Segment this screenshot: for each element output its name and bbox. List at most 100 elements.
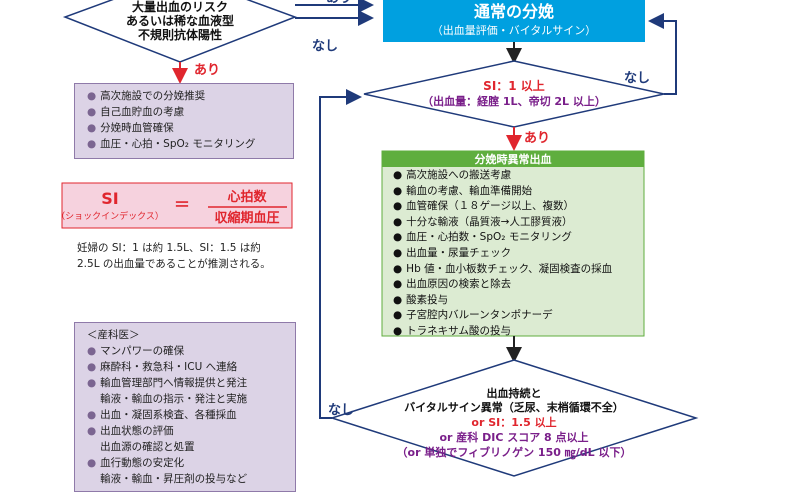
abnormal-bleeding-box (381, 150, 645, 337)
risk-item: ●高次施設での分娩推奨 (87, 88, 293, 104)
abnormal-bleeding-item: ●子宮腔内バルーンタンポナーデ (393, 308, 643, 324)
obstetrician-item-text: 輸液・輸血の指示・発注と実施 (100, 393, 248, 405)
obstetrician-item-text: 血行動態の安定化 (100, 457, 185, 469)
obstetrician-item: ●出血状態の評価 (87, 423, 295, 439)
bullet-icon: ● (87, 106, 97, 118)
edge-label-ari-top: あり (326, 0, 352, 6)
bullet-icon: ● (393, 200, 403, 213)
bullet-icon: ● (87, 122, 97, 134)
bottom-diamond-line-1: 出血持続と (487, 386, 542, 400)
top-diamond-line-3: 不規則抗体陽性 (138, 27, 222, 42)
obstetrician-heading: ＜産科医＞ (87, 329, 140, 341)
si-formula-label-sub: （ショックインデックス） (56, 210, 164, 222)
obstetrician-item: ●輸血管理部門へ情報提供と発注 (87, 375, 295, 391)
abnormal-bleeding-item-text: 十分な輸液（晶質液→人工膠質液） (406, 215, 573, 228)
risk-measures-box: ●高次施設での分娩推奨●自己血貯血の考慮●分娩時血管確保●血圧・心拍・SpO₂ … (74, 83, 294, 159)
obstetrician-item: ●輸液・輸血の指示・発注と実施 (87, 391, 295, 407)
risk-item: ●分娩時血管確保 (87, 120, 293, 136)
si-formula-numerator: 心拍数 (227, 189, 267, 205)
abnormal-bleeding-item: ●出血量・尿量チェック (393, 246, 643, 262)
si-diamond-shape (363, 60, 665, 128)
bottom-diamond-line-3: or SI：1.5 以上 (471, 415, 556, 429)
risk-item-text: 分娩時血管確保 (100, 122, 174, 134)
obstetrician-item-text: 出血源の確認と処置 (100, 441, 195, 453)
obstetrician-list: ●マンパワーの確保●麻酔科・救急科・ICU へ連絡●輸血管理部門へ情報提供と発注… (87, 343, 295, 487)
abnormal-bleeding-title: 分娩時異常出血 (475, 152, 552, 166)
abnormal-bleeding-item-text: Hb 値・血小板数チェック、凝固検査の採血 (406, 262, 613, 275)
obstetrician-item: ●マンパワーの確保 (87, 343, 295, 359)
normal-delivery-subtitle: （出血量評価・バイタルサイン） (432, 23, 597, 37)
risk-item-text: 高次施設での分娩推奨 (100, 90, 206, 102)
obstetrician-item: ●麻酔科・救急科・ICU へ連絡 (87, 359, 295, 375)
abnormal-bleeding-item-text: 輸血の考慮、輸血準備開始 (406, 184, 533, 197)
bullet-icon: ● (87, 425, 97, 437)
edge-label-nashi-1: なし (312, 39, 338, 54)
edge-label-nashi-3: なし (328, 403, 354, 418)
bottom-diamond-line-2: バイタルサイン異常（乏尿、末梢循環不全） (404, 400, 624, 414)
risk-item-text: 自己血貯血の考慮 (100, 106, 185, 118)
edge-bottom-nashi-loop (319, 89, 362, 419)
si-formula-box (61, 182, 293, 229)
bullet-icon: ● (87, 409, 97, 421)
risk-item-text: 血圧・心拍・SpO₂ モニタリング (100, 138, 256, 150)
si-formula-label: SI (101, 189, 118, 208)
obstetrician-box: ＜産科医＞ ●マンパワーの確保●麻酔科・救急科・ICU へ連絡●輸血管理部門へ情… (74, 322, 296, 492)
obstetrician-item-text: マンパワーの確保 (100, 345, 185, 357)
obstetrician-item-text: 輸血管理部門へ情報提供と発注 (100, 377, 248, 389)
top-diamond-line-1: 大量出血のリスク (132, 0, 228, 14)
abnormal-bleeding-header (382, 151, 644, 167)
abnormal-bleeding-item-text: 出血量・尿量チェック (406, 246, 512, 259)
risk-item: ●自己血貯血の考慮 (87, 104, 293, 120)
abnormal-bleeding-item: ●十分な輸液（晶質液→人工膠質液） (393, 215, 643, 231)
bullet-icon: ● (87, 377, 97, 389)
abnormal-bleeding-item: ●出血原因の検索と除去 (393, 277, 643, 293)
bullet-icon: ● (87, 345, 97, 357)
obstetrician-item-text: 麻酔科・救急科・ICU へ連絡 (100, 361, 238, 373)
si-note-line-1: 妊婦の SI：1 は約 1.5L、SI：1.5 は約 (77, 242, 261, 254)
normal-delivery-title: 通常の分娩 (474, 2, 554, 21)
si-note: 妊婦の SI：1 は約 1.5L、SI：1.5 は約 2.5L の出血量であるこ… (77, 240, 271, 272)
obstetrician-item: ●出血源の確認と処置 (87, 439, 295, 455)
si-diamond-line-2: （出血量：経腟 1L、帝切 2L 以上） (422, 94, 606, 108)
abnormal-bleeding-item-text: 高次施設への搬送考慮 (406, 169, 512, 181)
abnormal-bleeding-item-text: 酸素投与 (406, 293, 449, 306)
bullet-icon: ● (393, 309, 403, 322)
abnormal-bleeding-item-text: 血圧・心拍数・SpO₂ モニタリング (406, 231, 572, 244)
bullet-icon: ● (393, 262, 403, 275)
edge-si-nashi-loop (648, 13, 677, 95)
obstetrician-item-text: 輸液・輸血・昇圧剤の投与など (100, 473, 248, 485)
bullet-icon: ● (87, 361, 97, 373)
bottom-diamond-line-5: （or 単独でフィブリノゲン 150 ㎎/dL 以下） (397, 445, 632, 460)
risk-measures-list: ●高次施設での分娩推奨●自己血貯血の考慮●分娩時血管確保●血圧・心拍・SpO₂ … (87, 88, 293, 152)
bullet-icon: ● (393, 278, 403, 291)
bottom-diamond-line-4: or 産科 DIC スコア 8 点以上 (439, 430, 588, 444)
si-formula-denominator: 収縮期血圧 (214, 210, 279, 226)
top-diamond-line-2: あるいは稀な血液型 (126, 13, 234, 28)
abnormal-bleeding-item: ●トラネキサム酸の投与 (393, 324, 643, 340)
abnormal-bleeding-list-container: ●高次施設への搬送考慮●輸血の考慮、輸血準備開始●血管確保（１８ゲージ以上、複数… (393, 168, 643, 340)
si-note-line-2: 2.5L の出血量であることが推測される。 (77, 258, 271, 270)
abnormal-bleeding-item: ●酸素投与 (393, 293, 643, 309)
bullet-icon: ● (393, 324, 403, 337)
edge-label-ari-1: あり (194, 63, 220, 78)
abnormal-bleeding-item-text: 子宮腔内バルーンタンポナーデ (406, 309, 553, 322)
normal-delivery-box (383, 0, 645, 42)
abnormal-bleeding-list: ●高次施設への搬送考慮●輸血の考慮、輸血準備開始●血管確保（１８ゲージ以上、複数… (393, 168, 643, 340)
flowchart-canvas: 大量出血のリスク あるいは稀な血液型 不規則抗体陽性 あり なし あり 通常の分… (56, 0, 699, 477)
bullet-icon: ● (87, 138, 97, 150)
bullet-icon: ● (393, 169, 403, 181)
edge-label-ari-2: あり (524, 131, 550, 146)
bullet-icon: ● (393, 293, 403, 306)
obstetrician-item: ●輸液・輸血・昇圧剤の投与など (87, 471, 295, 487)
abnormal-bleeding-item: ●高次施設への搬送考慮 (393, 168, 643, 184)
risk-item: ●血圧・心拍・SpO₂ モニタリング (87, 136, 293, 152)
bullet-icon: ● (87, 90, 97, 102)
bullet-icon: ● (87, 457, 97, 469)
abnormal-bleeding-item: ●Hb 値・血小板数チェック、凝固検査の採血 (393, 262, 643, 278)
obstetrician-item: ●血行動態の安定化 (87, 455, 295, 471)
si-formula-equals: ＝ (174, 195, 190, 214)
abnormal-bleeding-item-text: 出血原因の検索と除去 (406, 278, 512, 291)
abnormal-bleeding-item-text: トラネキサム酸の投与 (406, 324, 511, 337)
abnormal-bleeding-item: ●血管確保（１８ゲージ以上、複数） (393, 199, 643, 215)
bullet-icon: ● (393, 231, 403, 244)
